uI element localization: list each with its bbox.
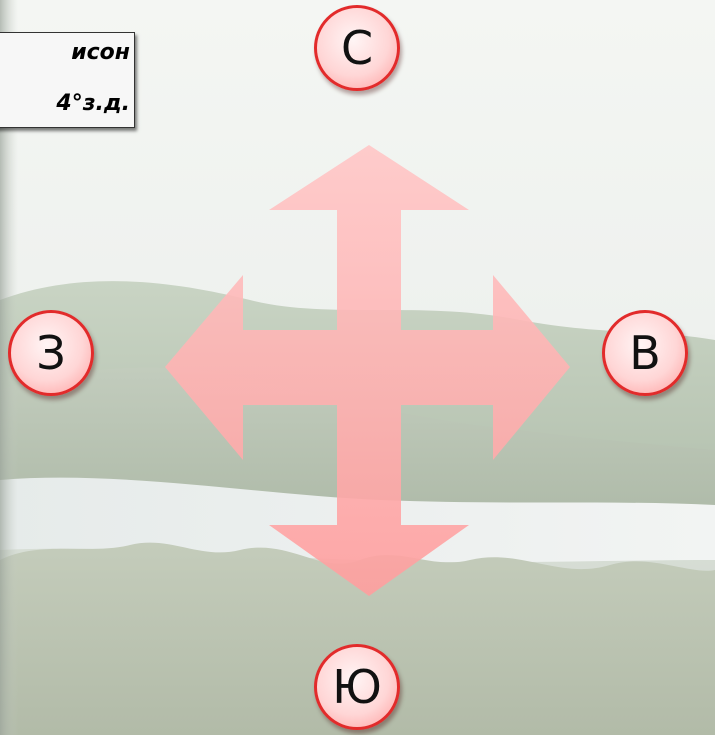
north-label: С [314,5,400,91]
info-box: исон 4°з.д. [0,32,135,128]
info-box-line-2: 4°з.д. [56,93,130,115]
west-label: З [8,310,94,396]
south-label: Ю [314,644,400,730]
east-label: В [602,310,688,396]
info-box-line-1: исон [71,42,130,64]
